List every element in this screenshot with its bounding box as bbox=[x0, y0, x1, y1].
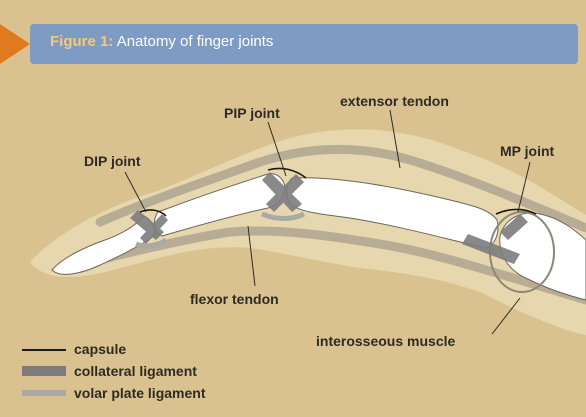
legend-row-volar-plate-ligament: volar plate ligament bbox=[10, 384, 280, 406]
legend-row-capsule: capsule bbox=[10, 340, 280, 362]
legend: capsule collateral ligament volar plate … bbox=[10, 340, 280, 406]
label-pip-joint: PIP joint bbox=[224, 105, 280, 121]
label-flexor-tendon: flexor tendon bbox=[190, 291, 279, 307]
legend-label-capsule: capsule bbox=[74, 341, 126, 357]
legend-label-collateral-ligament: collateral ligament bbox=[74, 363, 197, 379]
volar-plate-ligament-swatch bbox=[22, 390, 66, 396]
label-dip-joint: DIP joint bbox=[84, 153, 141, 169]
label-interosseous-muscle: interosseous muscle bbox=[316, 333, 455, 349]
legend-label-volar-plate-ligament: volar plate ligament bbox=[74, 385, 205, 401]
label-mp-joint: MP joint bbox=[500, 143, 555, 159]
legend-row-collateral-ligament: collateral ligament bbox=[10, 362, 280, 384]
label-extensor-tendon: extensor tendon bbox=[340, 93, 449, 109]
collateral-ligament-swatch bbox=[22, 366, 66, 376]
capsule-swatch bbox=[22, 349, 66, 351]
